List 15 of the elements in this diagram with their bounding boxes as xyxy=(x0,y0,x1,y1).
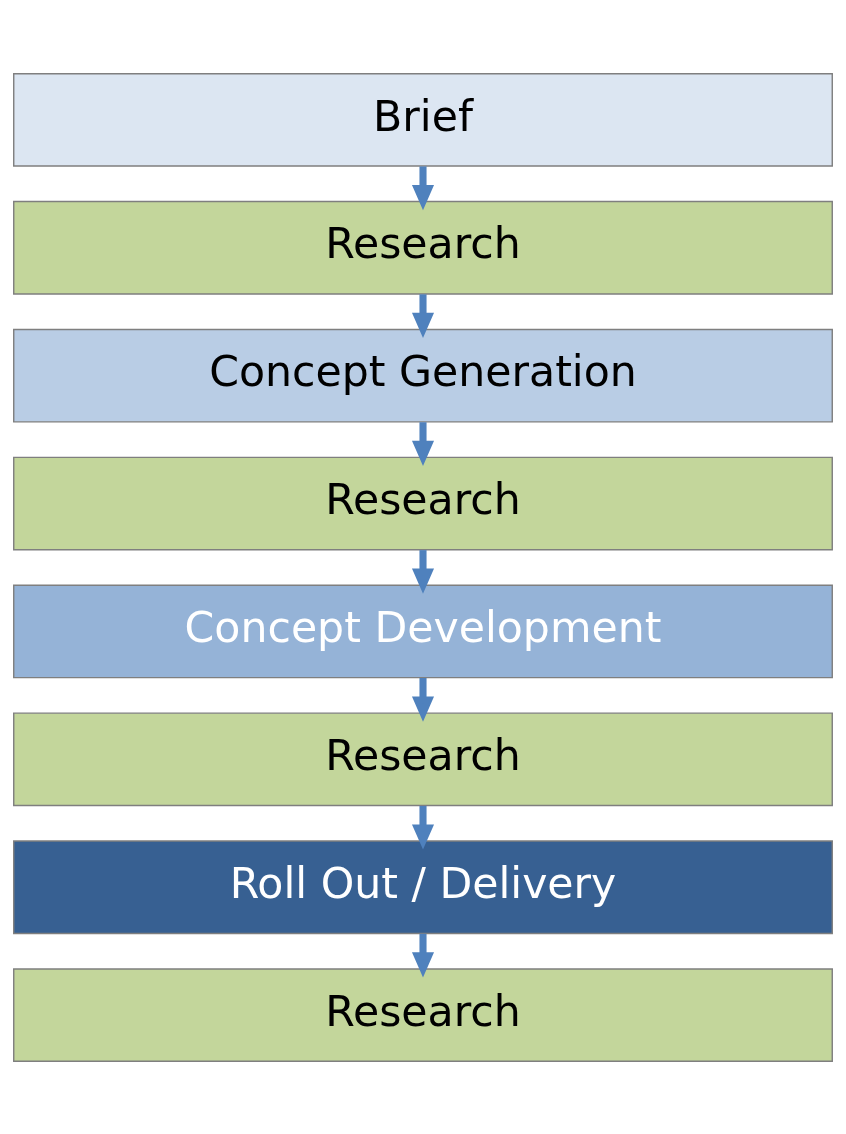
node-box: Brief xyxy=(13,72,833,167)
node-box: Concept Generation xyxy=(13,328,833,423)
node-box: Research xyxy=(13,456,833,550)
node-box: Research xyxy=(13,200,833,295)
arrow xyxy=(411,165,435,210)
arrow xyxy=(411,805,435,850)
arrow xyxy=(411,677,435,722)
arrow xyxy=(411,293,435,338)
node-box: Roll Out / Delivery xyxy=(13,839,833,934)
node-box: Concept Development xyxy=(13,584,833,678)
node-box: Research xyxy=(13,711,833,806)
node-box: Research xyxy=(13,967,833,1062)
arrow xyxy=(411,421,435,466)
arrow xyxy=(411,549,435,594)
arrow xyxy=(411,933,435,977)
